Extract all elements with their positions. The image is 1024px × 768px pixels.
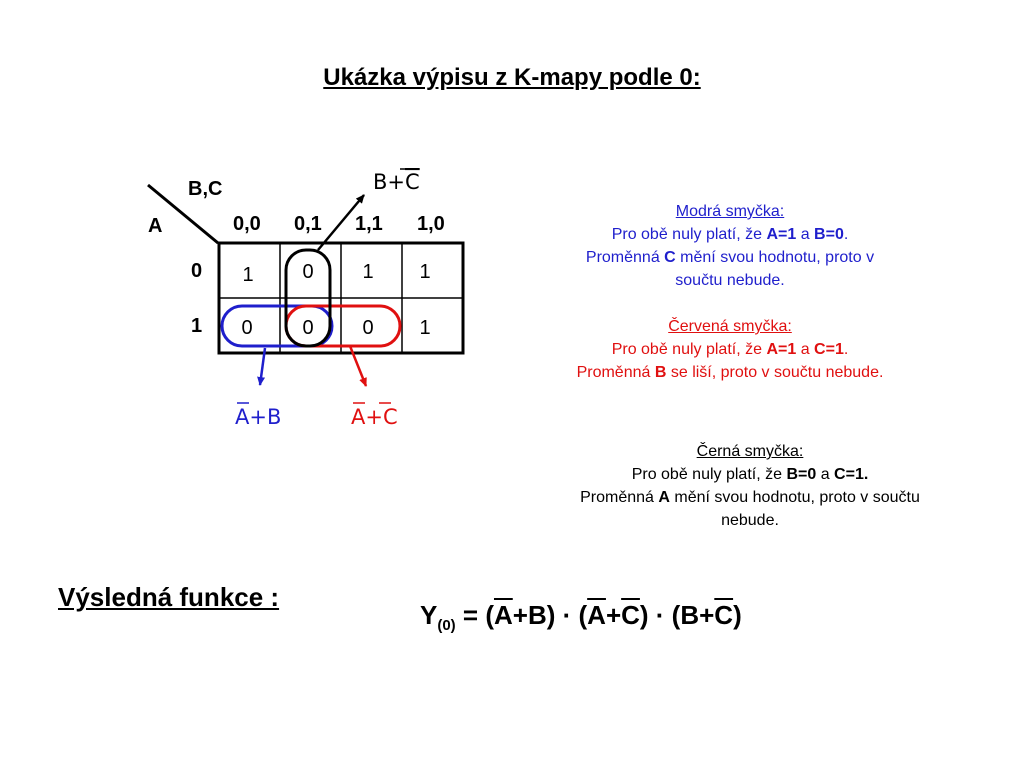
- col-header-00: 0,0: [233, 213, 261, 235]
- cell-r1-c0: 0: [241, 317, 252, 339]
- blue-loop-term: A+B: [235, 405, 281, 429]
- blue-loop: [220, 304, 334, 348]
- red-loop-arrow: [348, 345, 368, 387]
- blue-loop-arrow: [257, 347, 267, 386]
- row-header-0: 0: [191, 260, 202, 282]
- red-loop-term: A+C: [351, 405, 398, 429]
- red-heading: Červená smyčka:: [668, 318, 792, 335]
- kmap-row-variable: A: [148, 215, 162, 237]
- black-loop-explanation: Černá smyčka: Pro obě nuly platí, že B=0…: [540, 440, 960, 532]
- blue-heading: Modrá smyčka:: [675, 203, 785, 220]
- black-loop-term: B+C: [373, 170, 420, 194]
- red-loop-explanation: Červená smyčka: Pro obě nuly platí, že A…: [510, 315, 950, 384]
- cell-r1-c2: 0: [362, 317, 373, 339]
- cell-r0-c3: 1: [419, 261, 430, 283]
- blue-loop-explanation: Modrá smyčka: Pro obě nuly platí, že A=1…: [540, 200, 920, 292]
- col-header-10: 1,0: [417, 213, 445, 235]
- kmap-col-variables: B,C: [188, 178, 222, 200]
- cell-r0-c1: 0: [302, 261, 313, 283]
- black-loop: [284, 248, 332, 348]
- col-header-01: 0,1: [294, 213, 322, 235]
- cell-r1-c1: 0: [302, 317, 313, 339]
- black-heading: Černá smyčka:: [696, 443, 804, 460]
- cell-r0-c2: 1: [362, 261, 373, 283]
- cell-r1-c3: 1: [419, 317, 430, 339]
- corner-diagonal: [147, 183, 219, 245]
- black-loop-arrow: [317, 194, 365, 251]
- result-formula: Y(0) = (A+B) · (A+C) · (B+C): [420, 600, 742, 635]
- row-header-1: 1: [191, 315, 202, 337]
- cell-r0-c0: 1: [242, 264, 253, 286]
- page-title: Ukázka výpisu z K-mapy podle 0:: [323, 64, 701, 91]
- col-header-11: 1,1: [355, 213, 383, 235]
- result-label: Výsledná funkce :: [58, 582, 280, 612]
